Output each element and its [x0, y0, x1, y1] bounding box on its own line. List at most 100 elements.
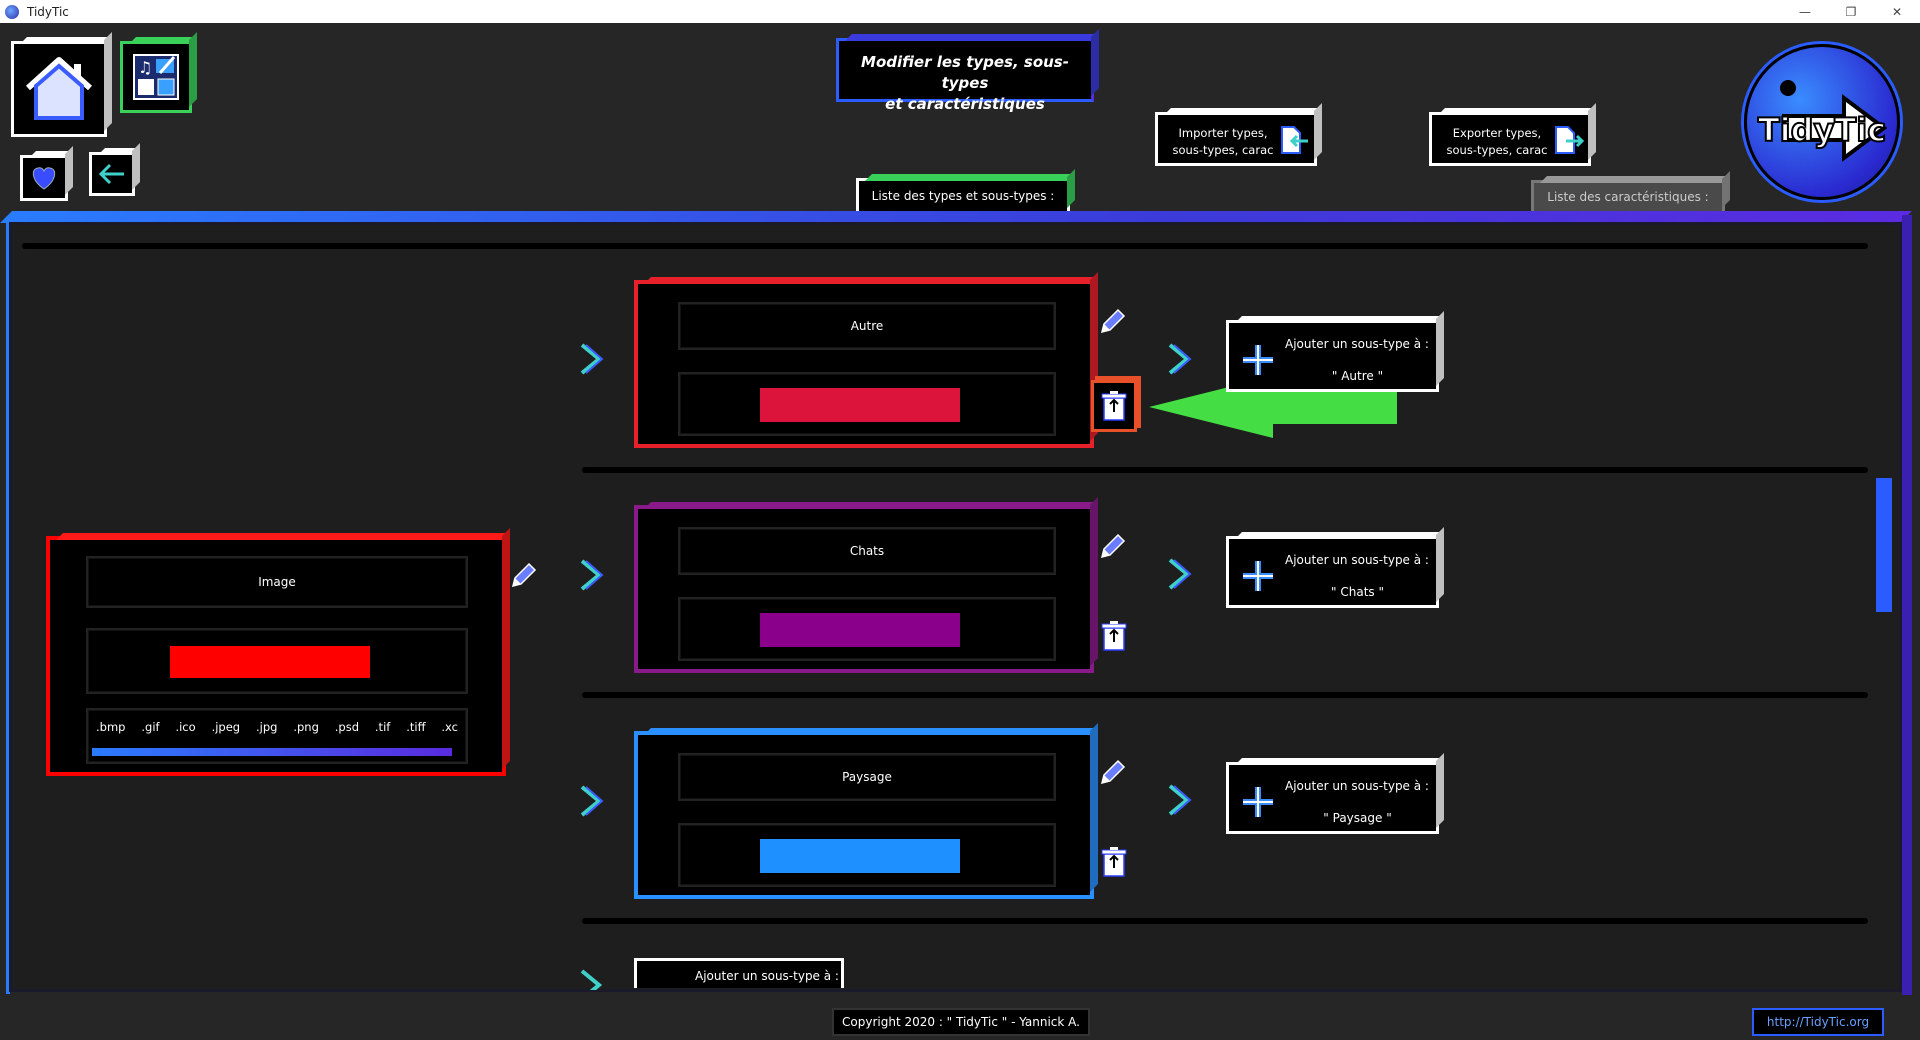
tab-types-label: Liste des types et sous-types :: [871, 189, 1055, 203]
import-label-line1: Importer types,: [1178, 126, 1268, 140]
add-subtype-target: " Autre ": [1331, 369, 1384, 383]
favorites-button[interactable]: [20, 155, 68, 201]
minimize-button[interactable]: —: [1799, 4, 1811, 19]
page-title-line1: Modifier les types, sous-types: [861, 53, 1069, 92]
website-link[interactable]: http://TidyTic.org: [1752, 1008, 1884, 1036]
subtype-name-field[interactable]: Chats: [678, 527, 1056, 575]
copyright-text: Copyright 2020 : " TidyTic " - Yannick A…: [842, 1015, 1080, 1029]
tab-types-list[interactable]: Liste des types et sous-types :: [856, 178, 1070, 214]
chevron-right-icon: [580, 559, 604, 591]
subtype-name-label: Autre: [850, 319, 884, 333]
tab-carac-label: Liste des caractéristiques :: [1547, 190, 1709, 204]
add-subtype-label: Ajouter un sous-type à :: [695, 969, 839, 983]
delete-subtype-button-highlighted[interactable]: [1091, 380, 1137, 432]
extension-item: .jpg: [255, 720, 278, 734]
type-color-field[interactable]: [86, 628, 468, 694]
export-button[interactable]: Exporter types, sous-types, carac: [1429, 112, 1591, 166]
back-button[interactable]: [89, 152, 135, 196]
subtype-color-field[interactable]: [678, 372, 1056, 436]
extension-item: .gif: [141, 720, 160, 734]
chevron-right-icon: [1168, 343, 1192, 375]
subtype-card-paysage: Paysage: [634, 731, 1094, 899]
add-subtype-label: Ajouter un sous-type à :: [1285, 337, 1429, 351]
media-types-button[interactable]: ♫: [120, 41, 192, 113]
home-button[interactable]: [11, 41, 107, 137]
tidytic-logo[interactable]: TidyTic: [1744, 44, 1900, 200]
import-label-line2: sous-types, carac: [1172, 143, 1274, 157]
subtype-name-field[interactable]: Paysage: [678, 753, 1056, 801]
copyright-footer: Copyright 2020 : " TidyTic " - Yannick A…: [832, 1008, 1090, 1036]
trash-icon[interactable]: [1100, 846, 1128, 878]
extension-item: .tif: [374, 720, 391, 734]
extension-item: .png: [293, 720, 319, 734]
separator: [22, 243, 1868, 249]
subtype-color-swatch: [760, 839, 960, 873]
add-subtype-label: Ajouter un sous-type à :: [1285, 553, 1429, 567]
chevron-right-icon: [580, 785, 604, 817]
import-button[interactable]: Importer types, sous-types, carac: [1155, 112, 1317, 166]
tab-caracteristiques[interactable]: Liste des caractéristiques :: [1531, 180, 1725, 214]
export-label-line1: Exporter types,: [1452, 126, 1542, 140]
extensions-scrollbar[interactable]: [92, 748, 452, 756]
extension-item: .xc: [441, 720, 458, 734]
restore-button[interactable]: ❐: [1845, 4, 1857, 19]
export-icon: [1555, 126, 1584, 154]
subtype-card-autre: Autre: [634, 280, 1094, 448]
chevron-right-icon: [1168, 784, 1192, 816]
arrow-left-icon: [98, 163, 124, 185]
type-name-label: Image: [258, 575, 296, 589]
subtype-color-field[interactable]: [678, 597, 1056, 661]
home-icon: [25, 57, 93, 120]
edit-subtype-pencil-icon[interactable]: [1098, 759, 1126, 787]
chevron-right-icon: [580, 343, 604, 375]
close-button[interactable]: ✕: [1891, 4, 1903, 19]
plus-icon: [1243, 561, 1273, 591]
logo-text: TidyTic: [1757, 110, 1887, 150]
subtype-color-swatch: [760, 388, 960, 422]
separator: [582, 692, 1868, 698]
subtype-card-chats: Chats: [634, 505, 1094, 673]
extension-item: .bmp: [96, 720, 126, 734]
extension-item: .psd: [334, 720, 360, 734]
subtype-name-label: Paysage: [842, 770, 892, 784]
subtype-name-label: Chats: [849, 544, 885, 558]
logo-arrow-icon: [1780, 80, 1888, 162]
add-subtype-label: Ajouter un sous-type à :: [1285, 779, 1429, 793]
window-title: TidyTic: [27, 4, 69, 19]
export-label-line2: sous-types, carac: [1446, 143, 1548, 157]
type-name-field[interactable]: Image: [86, 556, 468, 608]
page-title-box: Modifier les types, sous-types et caract…: [836, 38, 1094, 113]
edit-subtype-pencil-icon[interactable]: [1098, 308, 1126, 336]
panel-left-edge: [6, 222, 10, 994]
plus-icon: [1243, 787, 1273, 817]
subtype-name-field[interactable]: Autre: [678, 302, 1056, 350]
separator: [582, 918, 1868, 924]
chevron-right-icon: [580, 969, 603, 990]
type-color-swatch: [170, 646, 370, 678]
extensions-list: .bmp .gif .ico .jpeg .jpg .png .psd .tif…: [96, 720, 458, 734]
add-subtype-button-paysage[interactable]: Ajouter un sous-type à : " Paysage ": [1226, 762, 1439, 834]
trash-icon[interactable]: [1100, 620, 1128, 652]
extension-item: .ico: [175, 720, 196, 734]
app-icon: [5, 4, 19, 19]
type-card-image: Image .bmp .gif .ico .jpeg .jpg .png .ps…: [46, 536, 506, 776]
edit-type-pencil-icon[interactable]: [509, 562, 537, 590]
svg-text:♫: ♫: [138, 58, 152, 77]
page-title-line2: et caractéristiques: [885, 95, 1045, 113]
window-titlebar: TidyTic — ❐ ✕: [0, 0, 1920, 23]
chevron-right-icon: [1168, 558, 1192, 590]
add-subtype-target: " Chats ": [1331, 585, 1384, 599]
heart-icon: [32, 167, 56, 190]
add-subtype-target: " Paysage ": [1323, 811, 1392, 825]
scrollbar-thumb[interactable]: [1876, 478, 1892, 612]
extensions-field: .bmp .gif .ico .jpeg .jpg .png .psd .tif…: [86, 708, 468, 764]
edit-subtype-pencil-icon[interactable]: [1098, 533, 1126, 561]
website-url: http://TidyTic.org: [1766, 1015, 1870, 1029]
subtype-color-swatch: [760, 613, 960, 647]
extension-item: .jpeg: [211, 720, 241, 734]
add-subtype-button-chats[interactable]: Ajouter un sous-type à : " Chats ": [1226, 536, 1439, 608]
subtype-color-field[interactable]: [678, 823, 1056, 887]
add-subtype-button-autre[interactable]: Ajouter un sous-type à : " Autre ": [1226, 320, 1439, 392]
media-grid-icon: ♫: [133, 54, 179, 100]
add-subtype-button-image[interactable]: Ajouter un sous-type à :: [634, 954, 848, 988]
